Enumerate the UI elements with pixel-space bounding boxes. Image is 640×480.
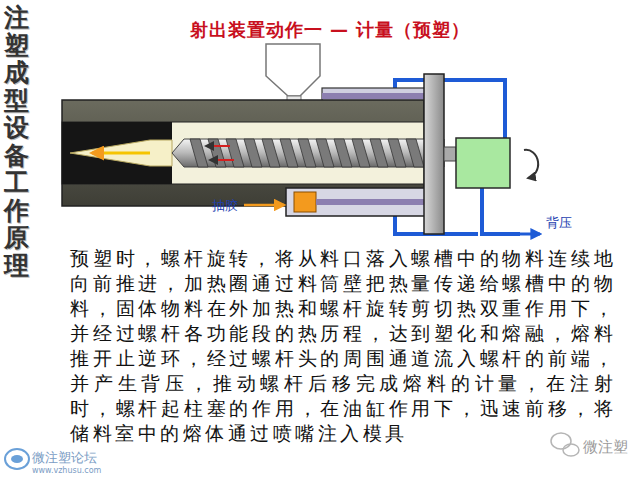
screw-flights bbox=[190, 139, 424, 167]
screw-flight bbox=[352, 139, 370, 167]
piston bbox=[294, 192, 316, 212]
screw-flight bbox=[190, 139, 208, 167]
back-pressure-arrow bbox=[520, 233, 540, 236]
drive-shaft bbox=[444, 147, 456, 161]
suck-back-cylinder bbox=[286, 188, 426, 216]
watermark-logo bbox=[5, 449, 29, 469]
injection-plate bbox=[424, 74, 444, 234]
part-label: 背压 bbox=[546, 214, 572, 232]
hydraulic-motor bbox=[456, 138, 510, 188]
rotation-arrow bbox=[524, 150, 538, 178]
wechat-icon bbox=[551, 433, 579, 456]
screw-flight bbox=[208, 139, 226, 167]
melt bbox=[70, 140, 172, 166]
piston-rod bbox=[316, 199, 426, 205]
watermark: www.vzhusu.com bbox=[32, 466, 101, 475]
melt-flow-arrow bbox=[92, 152, 150, 155]
screw-flight bbox=[226, 139, 244, 167]
screw-flight bbox=[370, 139, 388, 167]
screw bbox=[172, 139, 444, 167]
diagram-title: 射出装置动作一 — 计量（预塑） bbox=[120, 18, 540, 42]
nozzle bbox=[62, 122, 172, 184]
feed-arrow bbox=[210, 159, 234, 161]
watermark: 微注塑论坛 bbox=[32, 449, 97, 467]
hydraulic-line bbox=[482, 188, 520, 234]
screw-flight bbox=[334, 139, 352, 167]
suck-back-arrow bbox=[244, 204, 284, 207]
screw-flight bbox=[244, 139, 262, 167]
screw-flight bbox=[388, 139, 406, 167]
description-paragraph: 预塑时，螺杆旋转，将从料口落入螺槽中的物料连续地向前推进，加热圈通过料筒壁把热量… bbox=[70, 246, 616, 446]
watermark: 微注塑 bbox=[583, 438, 628, 457]
screw-flight bbox=[406, 139, 424, 167]
piston-rod bbox=[322, 93, 426, 99]
vertical-title: 注塑成型设备工作原理 bbox=[4, 4, 29, 279]
screw-flight bbox=[298, 139, 316, 167]
screw-flight bbox=[280, 139, 298, 167]
screw-flight bbox=[262, 139, 280, 167]
hopper bbox=[266, 44, 320, 96]
feed-arrow bbox=[206, 145, 230, 147]
screw-flight bbox=[316, 139, 334, 167]
part-label: 抽胶 bbox=[212, 197, 238, 215]
